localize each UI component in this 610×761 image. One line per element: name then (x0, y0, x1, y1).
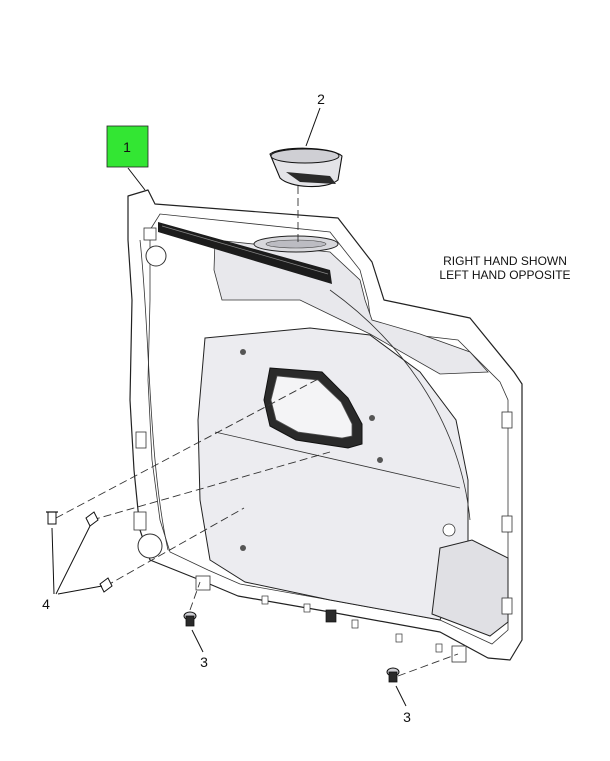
clip-tab (451, 645, 467, 663)
clip-tab (501, 411, 513, 429)
assembly-line-screw-right (397, 653, 459, 677)
push-pin-clip[interactable] (99, 577, 113, 593)
orientation-note-line-1: RIGHT HAND SHOWN (443, 254, 567, 268)
screw-fastener[interactable] (183, 611, 197, 627)
clip-tab (261, 595, 269, 605)
leader-line-part-4b (55, 525, 91, 595)
panel-contour-left (139, 239, 169, 551)
orientation-note-line-2: LEFT HAND OPPOSITE (439, 268, 571, 282)
fastener-dot (240, 545, 246, 551)
push-pin-clip[interactable] (46, 511, 58, 525)
clip-tab (325, 609, 337, 623)
orientation-note: RIGHT HAND SHOWN LEFT HAND OPPOSITE (420, 254, 590, 282)
handle-recess-inner (265, 239, 327, 249)
fastener-dot (377, 457, 383, 463)
assembly-line-clip-lower (105, 507, 245, 587)
clip-tab (395, 633, 403, 643)
fastener-dot (240, 349, 246, 355)
map-pocket-area (197, 327, 469, 621)
leader-line-part-3a (191, 629, 204, 653)
callout-1-label: 1 (123, 139, 131, 155)
panel-hole-right (442, 523, 456, 537)
clip-tab (435, 643, 443, 653)
screw-fastener[interactable] (386, 667, 400, 683)
assembly-line-clip-middle (91, 451, 331, 521)
panel-hole-lower-left (137, 533, 163, 559)
clip-tab (501, 597, 513, 615)
callout-3b-label[interactable]: 3 (403, 709, 411, 725)
callout-3a-label[interactable]: 3 (200, 654, 208, 670)
speaker-opening (270, 375, 353, 439)
assembly-line-screw-left (189, 581, 201, 611)
panel-contour-right (329, 289, 471, 521)
clip-tab (351, 619, 359, 629)
callout-2-label[interactable]: 2 (317, 91, 325, 107)
clip-tab (303, 603, 311, 613)
fastener-dot (369, 415, 375, 421)
door-trim-panel[interactable] (127, 189, 523, 661)
clip-tab (501, 515, 513, 533)
callout-4-label[interactable]: 4 (42, 596, 50, 612)
leader-line-part-2 (305, 107, 321, 147)
panel-inner-border (147, 213, 509, 645)
clip-tab (143, 227, 157, 241)
clip-tab (195, 575, 211, 591)
pull-handle-cup-shadow (286, 172, 336, 184)
rear-trim-insert (431, 539, 509, 637)
leader-line-part-4a (51, 527, 55, 595)
leader-line-part-1 (127, 167, 146, 191)
panel-hole-upper-left (145, 245, 167, 267)
assembly-line-clip-upper (55, 377, 321, 519)
pocket-divider-line (214, 431, 461, 489)
clip-tab (133, 511, 147, 531)
pull-handle-cup-rim (270, 148, 340, 164)
clip-tab (135, 431, 147, 449)
window-seal-highlight (161, 225, 329, 275)
push-pin-clip[interactable] (85, 511, 99, 527)
callout-1-highlight[interactable] (106, 125, 149, 168)
armrest-upper-shade (213, 239, 489, 375)
leader-line-part-3b (395, 685, 407, 707)
leader-line-part-4c (57, 585, 103, 595)
